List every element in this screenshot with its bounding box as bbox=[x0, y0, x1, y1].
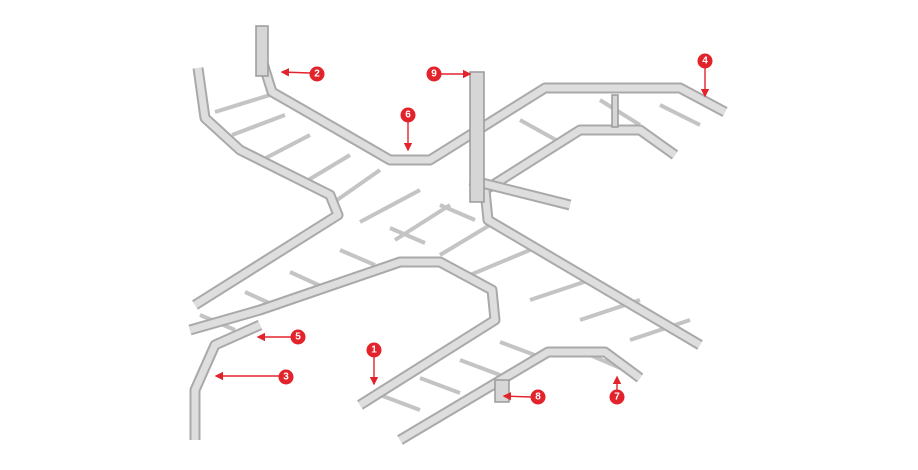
tray-rails bbox=[188, 58, 728, 445]
vertical-post bbox=[611, 94, 619, 128]
splice-plate bbox=[494, 379, 510, 403]
callout-7: 7 bbox=[609, 389, 625, 405]
callout-4: 4 bbox=[697, 53, 713, 69]
callout-8: 8 bbox=[530, 389, 546, 405]
vertical-post bbox=[469, 71, 485, 203]
callout-arrows bbox=[214, 68, 710, 401]
callout-3: 3 bbox=[278, 369, 294, 385]
callout-2: 2 bbox=[309, 66, 325, 82]
callout-9: 9 bbox=[426, 66, 442, 82]
callout-5: 5 bbox=[290, 329, 306, 345]
callout-1: 1 bbox=[366, 342, 382, 358]
callout-6: 6 bbox=[400, 107, 416, 123]
vertical-post bbox=[255, 25, 269, 77]
